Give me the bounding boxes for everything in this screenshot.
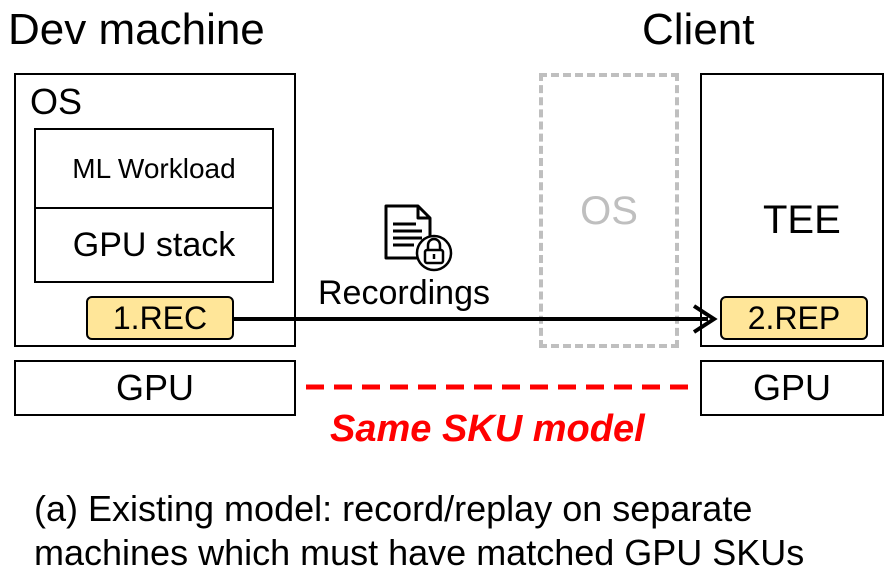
client-title: Client	[642, 5, 755, 54]
gpu-stack-label: GPU stack	[72, 226, 236, 264]
client-os-label: OS	[580, 188, 638, 233]
ml-workload-label: ML Workload	[72, 152, 236, 184]
recordings-label: Recordings	[318, 274, 490, 312]
same-sku-label: Same SKU model	[330, 408, 645, 450]
locked-document-icon	[384, 204, 453, 272]
dev-machine-title: Dev machine	[8, 5, 265, 54]
rep-tag: 2.REP	[720, 296, 868, 340]
client-gpu-label: GPU	[752, 367, 831, 408]
gpu-stack-box: GPU stack	[34, 207, 274, 283]
client-os-dashed-box: OS	[539, 73, 679, 348]
caption-line-1: (a) Existing model: record/replay on sep…	[34, 488, 753, 529]
recordings-arrow-head	[692, 304, 718, 334]
dev-gpu-label: GPU	[115, 367, 194, 408]
client-gpu-box: GPU	[700, 360, 884, 416]
rec-tag: 1.REC	[86, 296, 234, 340]
caption-line-2: machines which must have matched GPU SKU…	[34, 532, 805, 573]
dev-gpu-box: GPU	[14, 360, 296, 416]
dev-os-label: OS	[30, 81, 83, 122]
ml-workload-box: ML Workload	[34, 128, 274, 209]
tee-label: TEE	[763, 198, 841, 242]
